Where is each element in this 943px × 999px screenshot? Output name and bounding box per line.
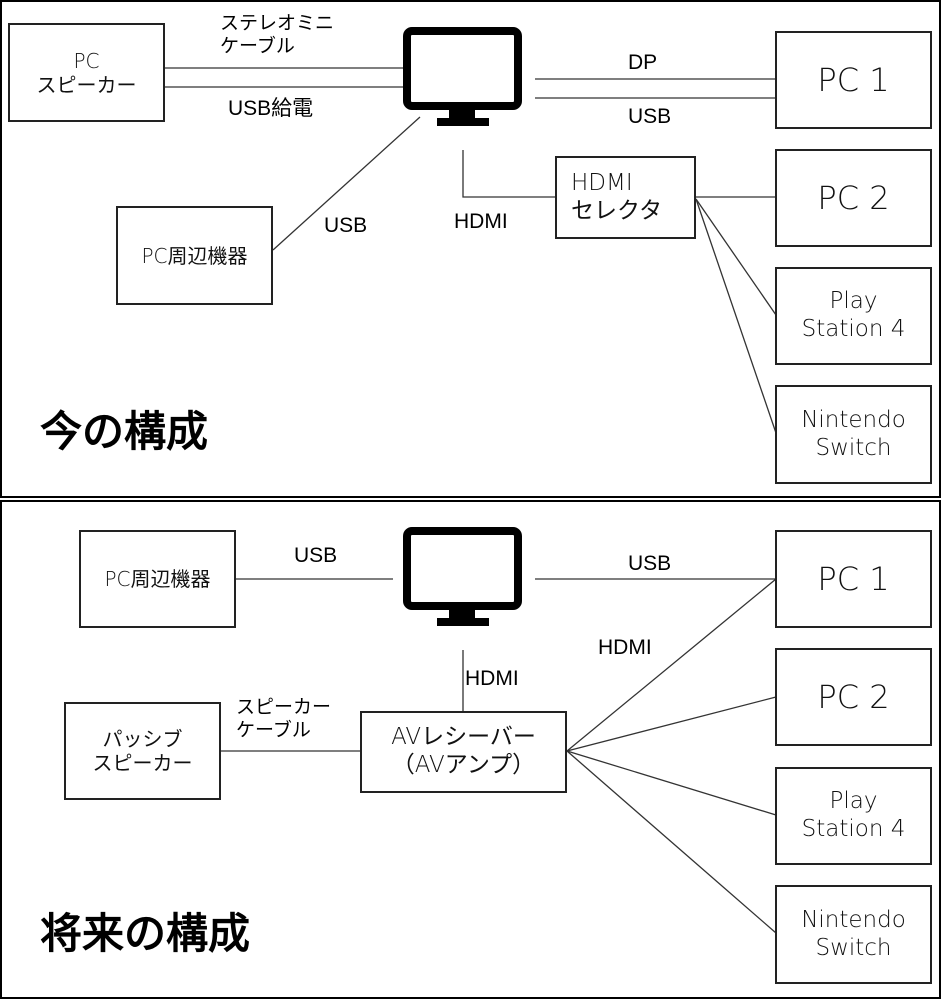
label-line: ケーブル <box>220 34 295 57</box>
device-label: パッシブ <box>102 727 183 751</box>
device-label: スピーカー <box>36 72 137 97</box>
label-line: スピーカー <box>236 696 332 718</box>
device-label: Switch <box>815 434 892 461</box>
device-pc-peripherals: PC周辺機器 <box>116 206 273 305</box>
device-label: PC周辺機器 <box>104 567 211 591</box>
device-label: Station 4 <box>801 816 906 842</box>
label-usb-peripherals: USB <box>294 544 338 567</box>
device-label: PC 1 <box>817 559 890 598</box>
future-configuration-title: 将来の構成 <box>40 909 251 958</box>
device-label: PC <box>73 48 100 73</box>
label-speaker-cable: スピーカー ケーブル <box>236 696 331 742</box>
device-pc2: PC 2 <box>775 149 932 247</box>
device-label: Play <box>829 788 878 815</box>
label-hdmi-sources: HDMI <box>598 636 652 659</box>
label-usb-pc1: USB <box>628 105 672 128</box>
label-dp: DP <box>628 51 658 74</box>
device-hdmi-selector: HDMI セレクタ <box>555 156 696 239</box>
device-passive-speaker: パッシブ スピーカー <box>64 702 221 800</box>
device-pc1: PC 1 <box>775 530 932 628</box>
device-label: Station 4 <box>801 316 906 342</box>
label-usb-peripherals: USB <box>324 214 368 237</box>
device-label: Play <box>829 288 878 315</box>
device-label: Nintendo <box>801 906 906 933</box>
label-line: ステレオミニ <box>220 12 335 34</box>
device-label: セレクタ <box>571 197 663 224</box>
device-label: PC 2 <box>817 677 890 716</box>
device-pc-speaker: PC スピーカー <box>8 23 165 122</box>
label-stereo-mini-cable: ステレオミニ ケーブル <box>220 12 334 58</box>
device-pc2: PC 2 <box>775 648 932 746</box>
device-playstation4: Play Station 4 <box>775 267 932 365</box>
label-line: ケーブル <box>236 718 311 741</box>
device-label: AVレシーバー <box>391 724 536 751</box>
device-nintendo-switch: Nintendo Switch <box>775 385 932 484</box>
device-pc-peripherals: PC周辺機器 <box>79 530 236 628</box>
device-label: PC 1 <box>817 60 890 99</box>
device-pc1: PC 1 <box>775 31 932 129</box>
device-playstation4: Play Station 4 <box>775 767 932 865</box>
device-label: PC周辺機器 <box>141 243 248 268</box>
device-label: PC 2 <box>817 178 890 217</box>
device-label: Switch <box>815 934 892 961</box>
device-label: スピーカー <box>92 751 193 775</box>
device-label: Nintendo <box>801 406 906 433</box>
device-label: （AVアンプ） <box>391 752 536 778</box>
label-hdmi: HDMI <box>454 210 508 233</box>
device-av-receiver: AVレシーバー （AVアンプ） <box>360 711 567 793</box>
monitor-icon <box>403 527 522 626</box>
label-usb-pc1: USB <box>628 552 672 575</box>
device-label: HDMI <box>571 169 633 196</box>
device-nintendo-switch: Nintendo Switch <box>775 885 932 984</box>
current-configuration-title: 今の構成 <box>40 407 209 456</box>
label-usb-power: USB給電 <box>228 97 314 120</box>
label-hdmi-monitor: HDMI <box>465 667 519 690</box>
monitor-icon <box>403 27 522 126</box>
